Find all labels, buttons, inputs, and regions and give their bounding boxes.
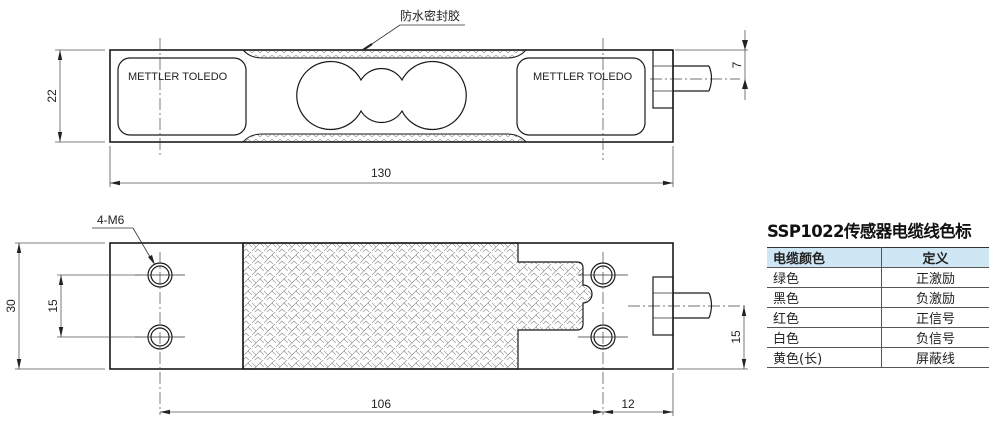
legend-title: SSP1022传感器电缆线色标 [767, 222, 972, 241]
cable-bottom [673, 292, 713, 319]
dim-height-30: 30 [4, 299, 18, 313]
legend-header-row: 电缆颜色 定义 [767, 247, 989, 268]
label-panel-right [516, 57, 646, 136]
table-row: 黄色(长) 屏蔽线 [767, 347, 989, 368]
brand-text-right: METTLER TOLEDO [533, 71, 633, 83]
dim-hole-spacing-right: 15 [729, 330, 743, 344]
hole-label: 4-M6 [97, 213, 125, 227]
cable-nut-bottom [652, 276, 674, 336]
table-row: 红色 正信号 [767, 307, 989, 328]
cable [673, 65, 713, 92]
cable-color-legend: SSP1022传感器电缆线色标 电缆颜色 定义 绿色 正激励 黑色 负激励 红色… [767, 218, 991, 368]
cable-nut [652, 49, 674, 109]
cell-definition: 屏蔽线 [881, 347, 989, 368]
binocular-cutout [296, 60, 467, 131]
cell-color: 红色 [767, 307, 882, 328]
top-view: METTLER TOLEDO METTLER TOLEDO 防水密封胶 22 1… [45, 8, 748, 187]
cell-color: 绿色 [767, 267, 882, 288]
table-row: 白色 负信号 [767, 327, 989, 348]
cell-definition: 正信号 [881, 307, 989, 328]
load-cell-body-top [109, 49, 674, 143]
table-row: 绿色 正激励 [767, 267, 989, 288]
seal-strip-bottom [241, 133, 528, 143]
cell-definition: 负激励 [881, 287, 989, 308]
dim-cable-7: 7 [730, 61, 744, 68]
bottom-view: 4-M6 30 15 15 106 12 [4, 213, 748, 416]
cell-color: 黄色(长) [767, 347, 882, 368]
header-cable-color: 电缆颜色 [767, 247, 882, 268]
table-row: 黑色 负激励 [767, 287, 989, 308]
cell-color: 白色 [767, 327, 882, 348]
dim-hole-to-hole: 106 [371, 397, 391, 411]
dim-hole-to-end: 12 [621, 397, 635, 411]
hatched-region [242, 242, 593, 370]
seal-label: 防水密封胶 [400, 8, 460, 23]
cell-definition: 正激励 [881, 267, 989, 288]
dim-height-22: 22 [45, 89, 59, 103]
dim-length-130: 130 [371, 166, 391, 180]
header-definition: 定义 [881, 247, 989, 268]
seal-strip-top [241, 49, 528, 59]
cell-definition: 负信号 [881, 327, 989, 348]
cell-color: 黑色 [767, 287, 882, 308]
label-panel-left [117, 57, 247, 136]
dim-hole-spacing-left: 15 [46, 299, 60, 313]
brand-text-left: METTLER TOLEDO [128, 71, 228, 83]
legend-table: 电缆颜色 定义 绿色 正激励 黑色 负激励 红色 正信号 白色 负信号 黄色(长 [767, 247, 989, 368]
